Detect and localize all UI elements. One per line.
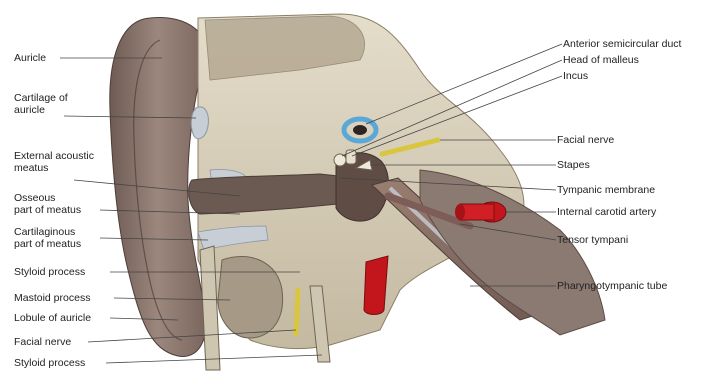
label-incus: Incus xyxy=(563,70,588,82)
internal-carotid-artery-shape xyxy=(455,202,506,222)
label-auricle: Auricle xyxy=(14,52,46,64)
cartilage-shape xyxy=(191,107,208,139)
label-styloid-process-lower: Styloid process xyxy=(14,357,85,369)
label-anterior-semicircular-duct: Anterior semicircular duct xyxy=(563,38,681,50)
mastoid-process-shape xyxy=(218,257,283,338)
head-of-malleus-shape xyxy=(334,154,346,166)
label-cartilage-of-auricle: Cartilage of auricle xyxy=(14,92,68,116)
label-lobule-of-auricle: Lobule of auricle xyxy=(14,312,91,324)
carotid-lower-shape xyxy=(364,256,388,315)
facial-nerve-lower-shape xyxy=(296,290,298,334)
label-mastoid-process: Mastoid process xyxy=(14,292,90,304)
label-pharyngotympanic-tube: Pharyngotympanic tube xyxy=(557,280,667,292)
label-head-of-malleus: Head of malleus xyxy=(563,54,639,66)
label-styloid-process-upper: Styloid process xyxy=(14,266,85,278)
label-tympanic-membrane: Tympanic membrane xyxy=(557,184,655,196)
label-facial-nerve-left: Facial nerve xyxy=(14,336,71,348)
label-stapes: Stapes xyxy=(557,159,590,171)
label-osseous-part-of-meatus: Osseous part of meatus xyxy=(14,192,81,216)
label-facial-nerve-right: Facial nerve xyxy=(557,134,614,146)
label-external-acoustic-meatus: External acoustic meatus xyxy=(14,150,94,174)
label-internal-carotid-artery: Internal carotid artery xyxy=(557,206,656,218)
label-tensor-tympani: Tensor tympani xyxy=(557,234,628,246)
label-cartilaginous-part-of-meatus: Cartilaginous part of meatus xyxy=(14,226,81,250)
